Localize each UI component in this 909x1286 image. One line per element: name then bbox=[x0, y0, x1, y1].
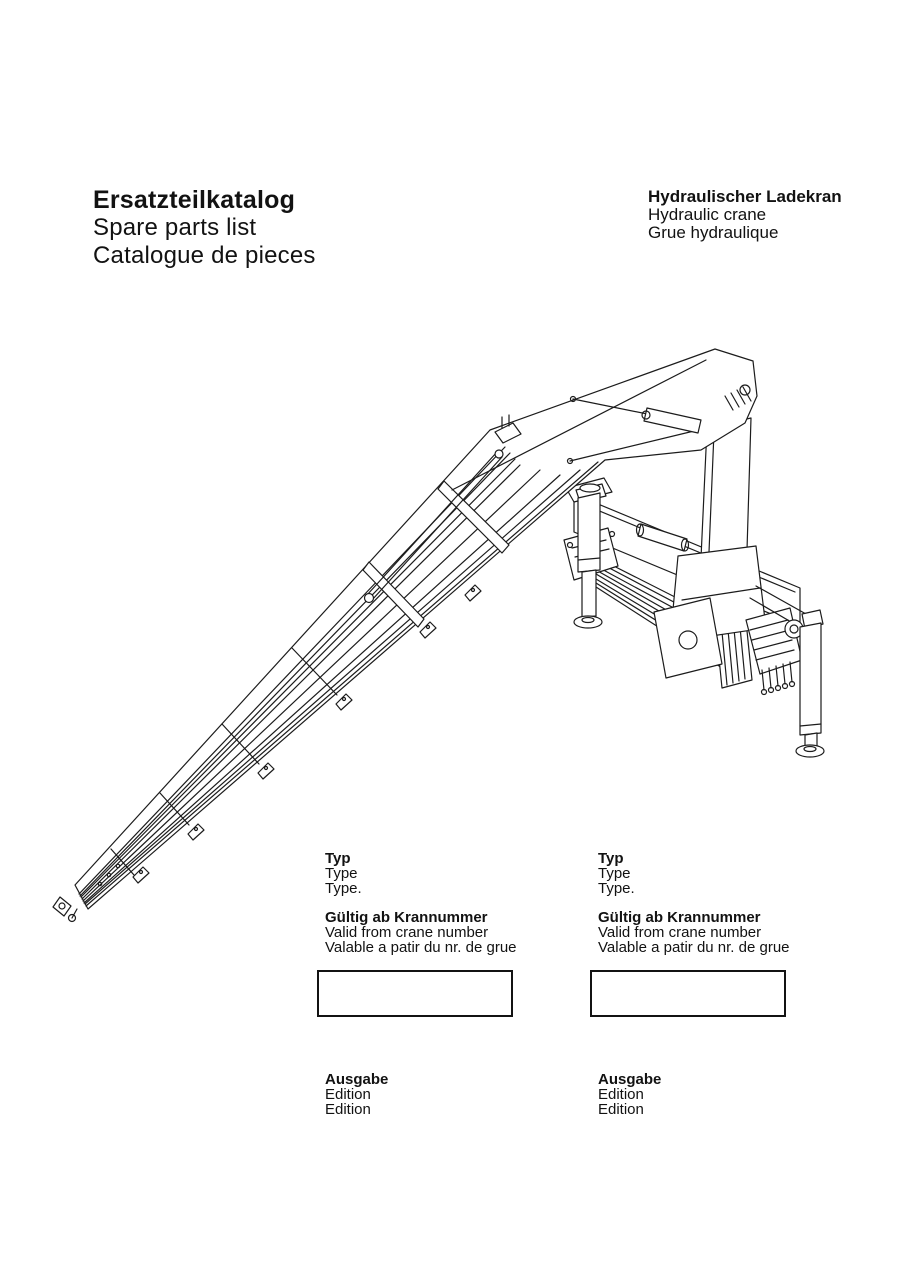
type-label-en: Type bbox=[325, 865, 358, 882]
edition-block: Ausgabe Edition Edition bbox=[598, 1072, 878, 1117]
catalog-title-de: Ersatzteilkatalog bbox=[93, 186, 296, 214]
catalog-title-block: Ersatzteilkatalog Spare parts list Catal… bbox=[93, 186, 316, 270]
beam-right-arm bbox=[749, 585, 807, 639]
product-title-block: Hydraulischer Ladekran Hydraulic crane G… bbox=[648, 188, 842, 242]
valid-from-block: Gültig ab Krannummer Valid from crane nu… bbox=[325, 910, 605, 955]
valid-label-de: Gültig ab Krannummer bbox=[325, 909, 488, 926]
form-column-left: Typ Type Type. Gültig ab Krannummer Vali… bbox=[317, 851, 605, 1117]
crane-number-box bbox=[317, 970, 513, 1017]
valid-label-de: Gültig ab Krannummer bbox=[598, 909, 761, 926]
telescopic-boom bbox=[52, 348, 758, 923]
type-label-de: Typ bbox=[325, 850, 351, 867]
type-label-fr: Type. bbox=[325, 880, 362, 897]
edition-label-de: Ausgabe bbox=[598, 1071, 662, 1088]
edition-block: Ausgabe Edition Edition bbox=[325, 1072, 605, 1117]
valid-label-fr: Valable a patir du nr. de grue bbox=[325, 939, 517, 956]
edition-label-fr: Edition bbox=[598, 1101, 644, 1118]
valid-label-en: Valid from crane number bbox=[325, 924, 489, 941]
type-label-en: Type bbox=[598, 865, 631, 882]
type-label-de: Typ bbox=[598, 850, 624, 867]
boom-knuckle bbox=[451, 359, 752, 491]
product-title-de: Hydraulischer Ladekran bbox=[648, 187, 842, 206]
stabilizer-right bbox=[795, 609, 825, 758]
valid-label-en: Valid from crane number bbox=[598, 924, 762, 941]
catalog-title-en: Spare parts list bbox=[93, 214, 257, 241]
product-title-fr: Grue hydraulique bbox=[648, 223, 779, 242]
boom-cylinders-linkage bbox=[363, 395, 702, 604]
base-plate bbox=[653, 597, 723, 679]
edition-label-de: Ausgabe bbox=[325, 1071, 389, 1088]
valid-from-block: Gültig ab Krannummer Valid from crane nu… bbox=[598, 910, 878, 955]
edition-label-en: Edition bbox=[598, 1086, 644, 1103]
edition-label-fr: Edition bbox=[325, 1101, 371, 1118]
edition-label-en: Edition bbox=[325, 1086, 371, 1103]
stabilizer-left bbox=[573, 483, 607, 629]
crane-number-box bbox=[590, 970, 786, 1017]
valid-label-fr: Valable a patir du nr. de grue bbox=[598, 939, 790, 956]
slew-cylinder bbox=[635, 523, 690, 552]
type-label-fr: Type. bbox=[598, 880, 635, 897]
type-block: Typ Type Type. bbox=[325, 851, 605, 896]
form-column-right: Typ Type Type. Gültig ab Krannummer Vali… bbox=[590, 851, 878, 1117]
product-title-en: Hydraulic crane bbox=[648, 205, 767, 224]
type-block: Typ Type Type. bbox=[598, 851, 878, 896]
catalog-title-fr: Catalogue de pieces bbox=[93, 242, 316, 269]
